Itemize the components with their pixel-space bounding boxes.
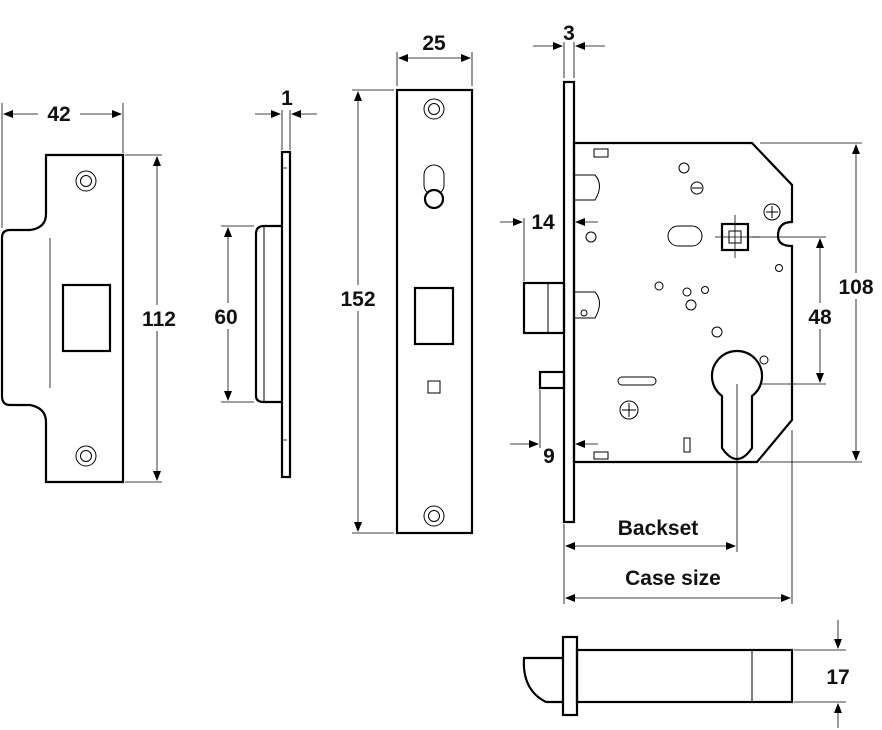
dimension-latch-offset: 14 xyxy=(500,210,598,281)
strike-plate xyxy=(0,153,125,484)
dim-112-label: 112 xyxy=(142,308,176,331)
dimension-forend-width: 25 xyxy=(396,32,473,86)
dim-14-label: 14 xyxy=(531,211,555,234)
dim-48-label: 48 xyxy=(808,306,832,329)
dimension-latch-depth: 60 xyxy=(208,225,254,403)
dimension-backset: Backset xyxy=(563,384,738,604)
dim-25-label: 25 xyxy=(422,32,446,55)
dimension-centres: 48 xyxy=(752,236,840,385)
screw-icon xyxy=(763,203,781,221)
screw-icon xyxy=(619,400,639,420)
dim-108-label: 108 xyxy=(838,276,873,299)
lock-case xyxy=(522,80,794,524)
strike-side-view xyxy=(254,150,292,479)
forend-plate xyxy=(395,88,474,535)
dimension-strike-width: 42 xyxy=(1,100,124,228)
dimension-case-height: 108 xyxy=(760,142,882,463)
dim-9-label: 9 xyxy=(543,445,555,468)
dimension-thickness-1: 1 xyxy=(255,87,317,150)
dim-1-label: 1 xyxy=(281,87,293,110)
dimension-forend-height: 152 xyxy=(333,89,394,534)
dim-3-label: 3 xyxy=(563,22,575,45)
dimension-strike-height: 112 xyxy=(125,154,183,483)
latch-bolt-view xyxy=(522,635,794,717)
dim-42-label: 42 xyxy=(47,103,70,126)
dim-17-label: 17 xyxy=(826,666,849,689)
backset-label: Backset xyxy=(618,517,699,540)
dimension-plate-thickness: 3 xyxy=(533,22,605,78)
dim-60-label: 60 xyxy=(214,306,237,329)
dimension-case-size: Case size xyxy=(565,430,793,604)
dim-152-label: 152 xyxy=(340,288,375,311)
dimension-latch-thickness: 17 xyxy=(794,620,850,728)
case-size-label: Case size xyxy=(625,567,721,590)
screw-icon xyxy=(690,181,704,195)
dimension-bolt-offset: 9 xyxy=(510,390,598,468)
